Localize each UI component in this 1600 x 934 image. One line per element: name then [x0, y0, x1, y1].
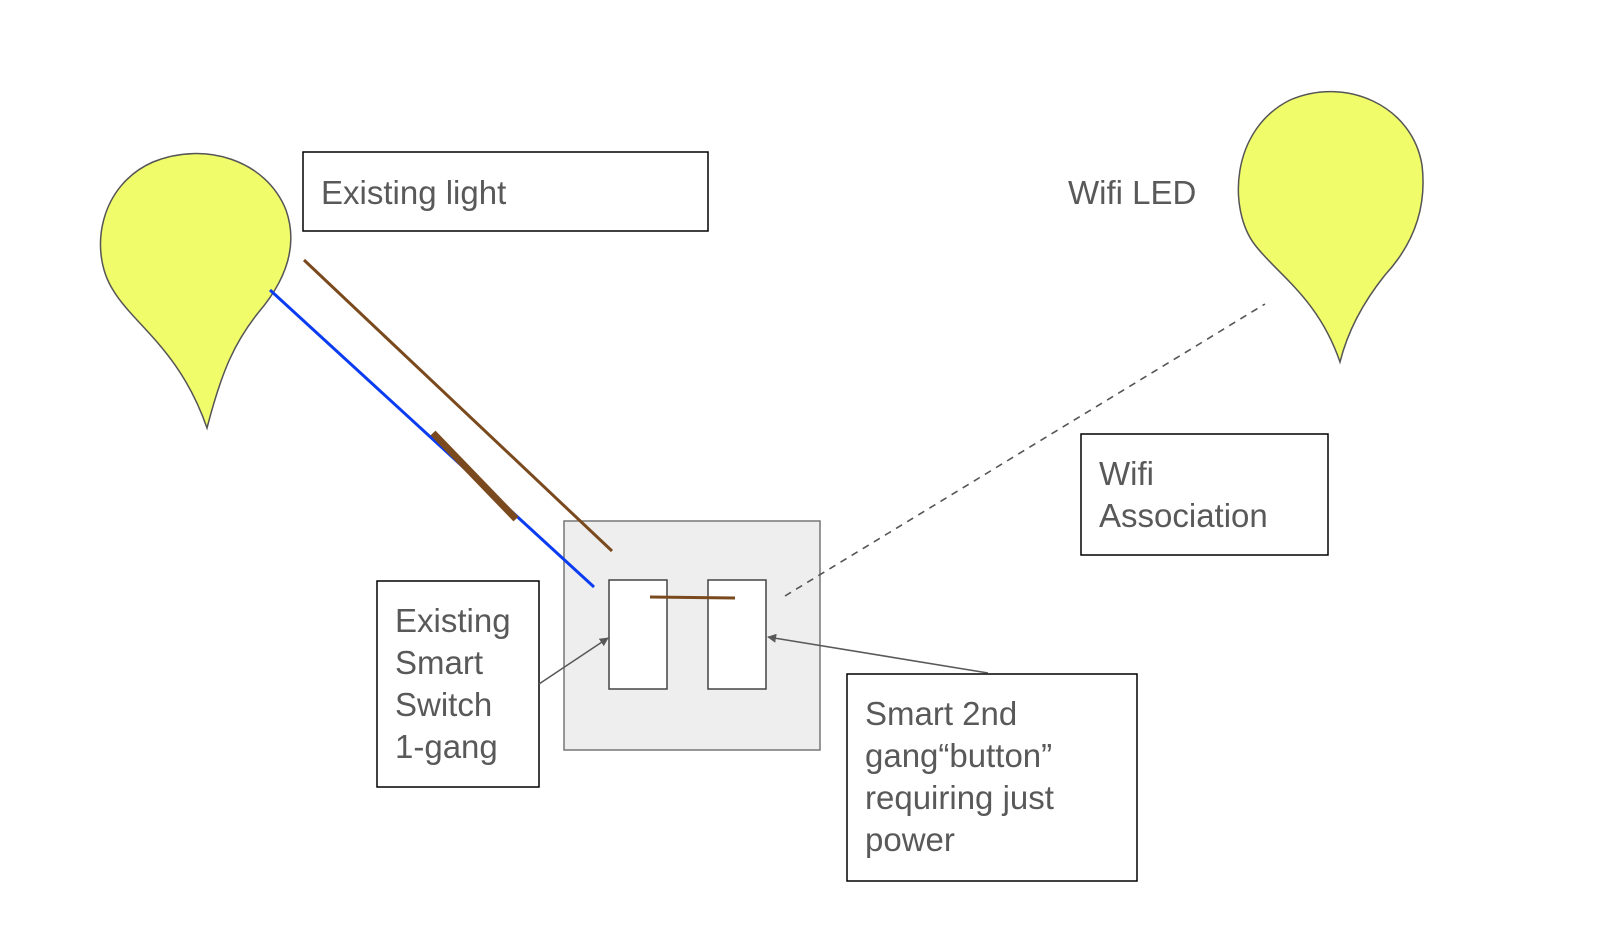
existing-smart-switch-label-line-2: Smart — [395, 644, 483, 681]
existing-light-bulb-icon — [99, 152, 292, 431]
wifi-led-bulb-icon — [1237, 90, 1424, 365]
existing-switch-arrow — [538, 637, 609, 685]
smart-2nd-gang-label-line-2: gang“button” — [865, 737, 1052, 774]
live-wire — [302, 258, 614, 553]
smart-2nd-gang-arrow — [767, 633, 989, 674]
existing-smart-switch-label-line-4: 1-gang — [395, 728, 498, 765]
smart-2nd-gang-label-line-4: power — [865, 821, 955, 858]
brown-wire-segment — [430, 430, 519, 522]
existing-light-label-box — [302, 151, 709, 232]
smart-2nd-gang-label-line-3: requiring just — [865, 779, 1054, 816]
wifi-association-label-line-1: Wifi — [1099, 455, 1154, 492]
existing-smart-switch-label-box — [376, 580, 540, 788]
smart-2nd-gang-label-box — [846, 673, 1138, 882]
existing-smart-switch-label-line-3: Switch — [395, 686, 492, 723]
gang-link-wire — [649, 595, 736, 600]
neutral-wire — [268, 288, 596, 589]
wifi-association-label-line-2: Association — [1099, 497, 1268, 534]
wifi-association-label-box — [1080, 433, 1329, 556]
smart-2nd-gang-label-line-1: Smart 2nd — [865, 695, 1017, 732]
wifi-association-link — [784, 303, 1266, 597]
existing-light-label: Existing light — [321, 174, 506, 211]
switch-plate — [563, 520, 821, 751]
wifi-led-label: Wifi LED — [1068, 174, 1196, 211]
existing-smart-switch-label-line-1: Existing — [395, 602, 511, 639]
